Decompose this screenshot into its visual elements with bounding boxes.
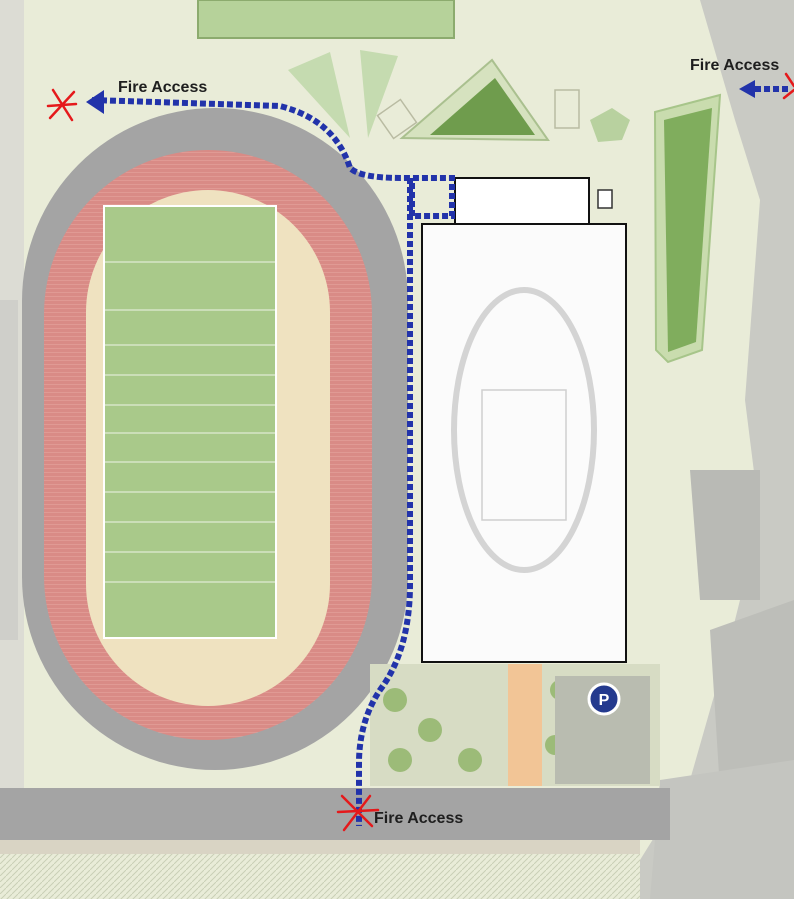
x-marker-icon bbox=[336, 794, 380, 832]
landscape-triangle-lawn bbox=[430, 78, 535, 135]
fieldhouse-north-wing bbox=[454, 177, 590, 227]
right-building-1 bbox=[690, 470, 760, 600]
entry-walkway bbox=[508, 664, 542, 786]
road-edge-strip bbox=[0, 840, 640, 854]
south-road bbox=[0, 788, 670, 840]
arrow-left-icon bbox=[739, 80, 755, 98]
landscape-wedge-1 bbox=[288, 52, 350, 138]
top-practice-field bbox=[197, 0, 455, 39]
small-lawn-right bbox=[590, 108, 630, 142]
south-parking-area bbox=[0, 854, 640, 899]
landscape-wedge-2 bbox=[360, 50, 398, 138]
fire-access-label-top-right: Fire Access bbox=[690, 57, 779, 74]
fire-access-label-top-left: Fire Access bbox=[118, 79, 207, 96]
fire-access-label-bottom: Fire Access bbox=[374, 810, 463, 827]
service-box bbox=[597, 189, 613, 209]
parking-label: P bbox=[599, 692, 610, 709]
field-yard-lines bbox=[104, 261, 276, 583]
left-building-block bbox=[0, 300, 18, 640]
right-building-3 bbox=[650, 760, 794, 899]
east-planting-bed-inner bbox=[664, 108, 712, 352]
small-pad-1 bbox=[376, 98, 418, 140]
arrow-left-icon bbox=[86, 90, 104, 114]
right-building-2 bbox=[710, 600, 794, 790]
x-marker-icon bbox=[46, 88, 78, 122]
small-pad-2 bbox=[554, 89, 580, 129]
indoor-track-outline bbox=[451, 287, 597, 573]
football-field bbox=[103, 205, 277, 639]
indoor-court bbox=[481, 389, 567, 521]
fire-access-route bbox=[91, 97, 455, 826]
x-marker-icon bbox=[782, 72, 794, 100]
parking-icon bbox=[587, 682, 621, 716]
